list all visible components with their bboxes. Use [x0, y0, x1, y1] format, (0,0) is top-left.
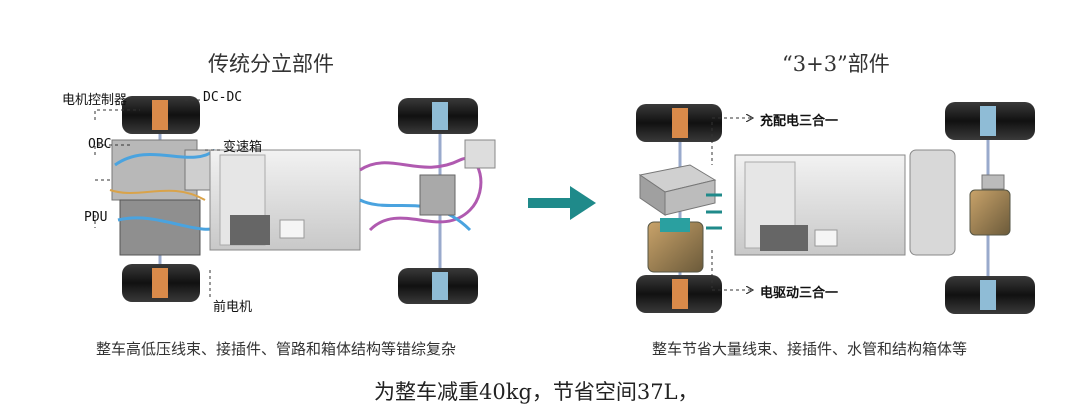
left-front-components	[109, 139, 231, 256]
left-leader-lines	[94, 99, 220, 298]
right-caption: 整车节省大量线束、接插件、水管和结构箱体等	[652, 340, 968, 358]
right-battery-pack	[734, 154, 906, 256]
label-dcdc: DC-DC	[203, 90, 243, 105]
right-leader-lines	[711, 118, 752, 290]
label-gearbox: 变速箱	[223, 140, 263, 155]
label-pdu: PDU	[84, 210, 108, 225]
left-caption: 整车高低压线束、接插件、管路和箱体结构等错综复杂	[96, 340, 457, 358]
label-charge-3in1: 充配电三合一	[760, 114, 839, 129]
label-front-motor: 前电机	[213, 300, 253, 315]
transition-arrow-icon	[528, 186, 596, 220]
left-tire-icons	[122, 96, 478, 304]
label-obc: OBC	[88, 137, 112, 152]
label-drive-3in1: 电驱动三合一	[760, 286, 839, 301]
footer-summary: 为整车减重40kg，节省空间37L，	[374, 380, 699, 404]
charge-3in1-unit	[638, 164, 717, 216]
right-rear-unit	[909, 149, 1011, 256]
left-title: 传统分立部件	[208, 52, 334, 76]
left-rear-harness	[359, 139, 496, 232]
label-motor-controller: 电机控制器	[62, 93, 128, 108]
right-tire-icons	[636, 102, 1035, 314]
drive-3in1-unit	[647, 218, 704, 273]
right-title: “3+3”部件	[782, 52, 890, 76]
left-battery-pack	[209, 149, 361, 251]
integration-marks	[706, 193, 722, 230]
